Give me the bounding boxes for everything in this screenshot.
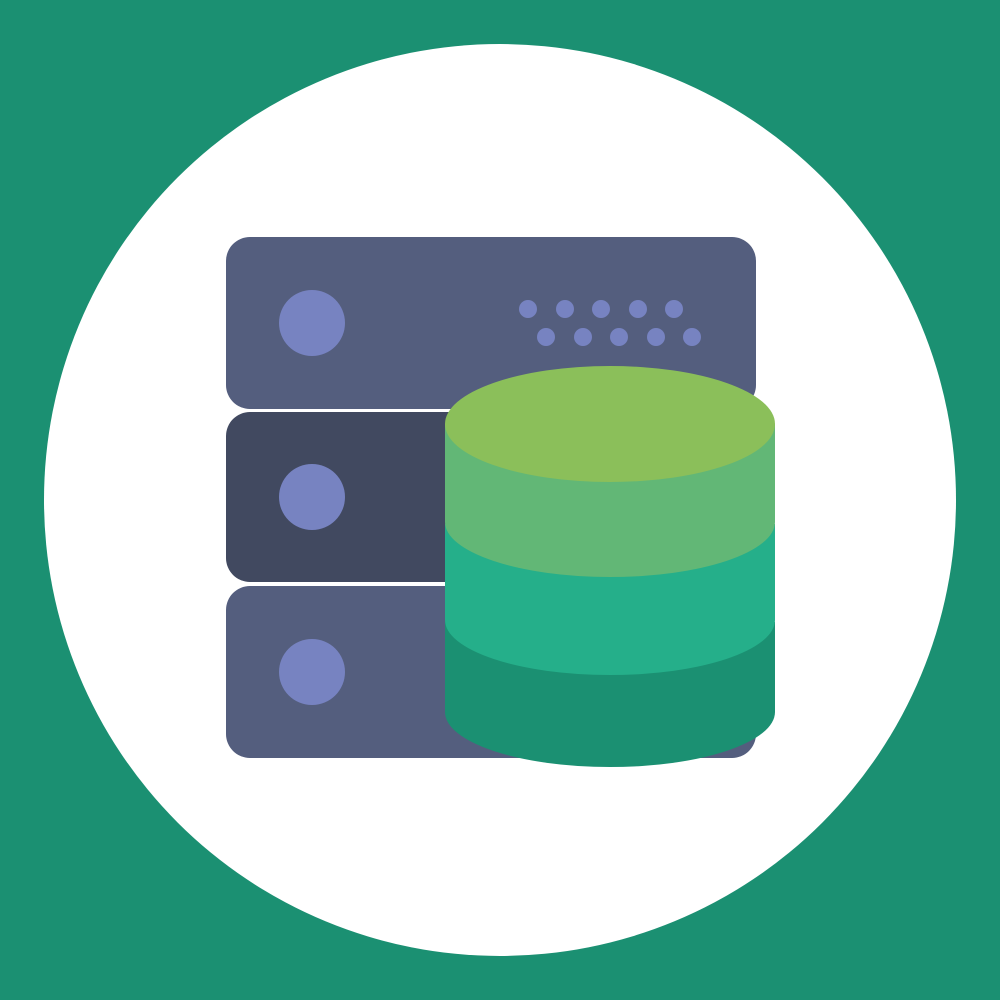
server-led-middle bbox=[279, 464, 345, 530]
database-top bbox=[445, 366, 775, 482]
vent-dot bbox=[519, 300, 537, 318]
server-unit-top bbox=[226, 237, 756, 409]
vent-dot bbox=[647, 328, 665, 346]
vent-dot bbox=[574, 328, 592, 346]
vent-dot bbox=[556, 300, 574, 318]
database-cylinder bbox=[445, 366, 775, 767]
server-led-bottom bbox=[279, 639, 345, 705]
vent-dot bbox=[665, 300, 683, 318]
vent-dot bbox=[610, 328, 628, 346]
vent-dot bbox=[592, 300, 610, 318]
vent-dot bbox=[537, 328, 555, 346]
server-led-top bbox=[279, 290, 345, 356]
vent-dot bbox=[629, 300, 647, 318]
vent-dot bbox=[683, 328, 701, 346]
server-vent-dots bbox=[519, 300, 701, 346]
